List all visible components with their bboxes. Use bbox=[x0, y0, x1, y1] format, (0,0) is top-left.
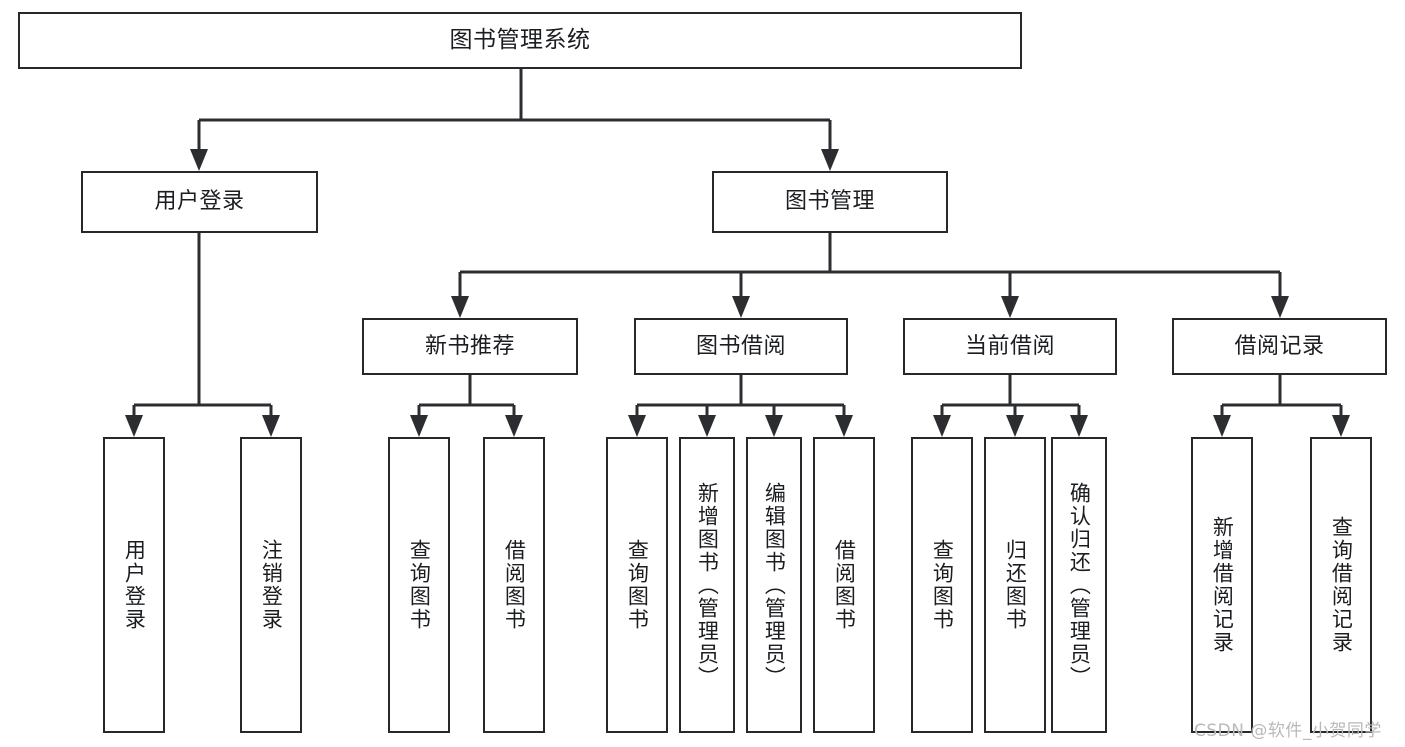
node-leaf-edit-book-admin[interactable]: 编辑图书（管理员） bbox=[746, 437, 802, 733]
node-label: 新增图书（管理员） bbox=[695, 481, 720, 689]
node-leaf-query-book-current[interactable]: 查询图书 bbox=[911, 437, 973, 733]
arrowhead-5-2 bbox=[1070, 415, 1088, 437]
arrowhead-6-1 bbox=[1332, 415, 1350, 437]
node-label: 借阅图书 bbox=[502, 539, 527, 631]
arrowhead-1-3 bbox=[1271, 296, 1289, 318]
node-label: 用户登录 bbox=[122, 539, 147, 631]
node-label: 查询图书 bbox=[407, 539, 432, 631]
arrowhead-2-1 bbox=[262, 415, 280, 437]
node-leaf-user-logout[interactable]: 注销登录 bbox=[240, 437, 302, 733]
arrowhead-1-0 bbox=[451, 296, 469, 318]
node-label: 用户登录 bbox=[154, 189, 245, 215]
node-label: 查询借阅记录 bbox=[1329, 516, 1354, 654]
node-book-borrow[interactable]: 图书借阅 bbox=[634, 318, 848, 375]
arrowhead-2-0 bbox=[125, 415, 143, 437]
arrowhead-4-2 bbox=[765, 415, 783, 437]
node-label: 当前借阅 bbox=[964, 333, 1055, 359]
arrowhead-0-1 bbox=[821, 149, 839, 171]
node-label: 确认归还（管理员） bbox=[1067, 481, 1092, 689]
node-label: 编辑图书（管理员） bbox=[762, 481, 787, 689]
node-label: 查询图书 bbox=[930, 539, 955, 631]
node-leaf-return-book[interactable]: 归还图书 bbox=[984, 437, 1046, 733]
arrowhead-4-0 bbox=[628, 415, 646, 437]
node-leaf-user-login[interactable]: 用户登录 bbox=[103, 437, 165, 733]
node-leaf-query-book-borrow[interactable]: 查询图书 bbox=[606, 437, 668, 733]
node-label: 借阅记录 bbox=[1234, 333, 1325, 359]
arrowhead-1-1 bbox=[732, 296, 750, 318]
node-label: 新书推荐 bbox=[424, 333, 515, 359]
node-borrow-record[interactable]: 借阅记录 bbox=[1172, 318, 1387, 375]
node-leaf-query-book-rec[interactable]: 查询图书 bbox=[388, 437, 450, 733]
node-user-login[interactable]: 用户登录 bbox=[81, 171, 318, 233]
node-leaf-borrow-book[interactable]: 借阅图书 bbox=[813, 437, 875, 733]
node-leaf-borrow-book-rec[interactable]: 借阅图书 bbox=[483, 437, 545, 733]
node-label: 新增借阅记录 bbox=[1210, 516, 1235, 654]
node-label: 图书管理 bbox=[784, 189, 875, 215]
node-leaf-confirm-return-admin[interactable]: 确认归还（管理员） bbox=[1051, 437, 1107, 733]
node-label: 归还图书 bbox=[1003, 539, 1028, 631]
arrowhead-5-0 bbox=[933, 415, 951, 437]
node-label: 图书管理系统 bbox=[449, 26, 591, 53]
node-label: 注销登录 bbox=[259, 539, 284, 631]
node-label: 查询图书 bbox=[625, 539, 650, 631]
node-book-manage[interactable]: 图书管理 bbox=[712, 171, 948, 233]
node-leaf-query-borrow-record[interactable]: 查询借阅记录 bbox=[1310, 437, 1372, 733]
arrowhead-3-1 bbox=[505, 415, 523, 437]
node-label: 图书借阅 bbox=[695, 333, 786, 359]
node-leaf-add-borrow-record[interactable]: 新增借阅记录 bbox=[1191, 437, 1253, 733]
arrowhead-6-0 bbox=[1213, 415, 1231, 437]
arrowhead-4-3 bbox=[835, 415, 853, 437]
node-new-book-rec[interactable]: 新书推荐 bbox=[362, 318, 578, 375]
arrowhead-5-1 bbox=[1006, 415, 1024, 437]
node-label: 借阅图书 bbox=[832, 539, 857, 631]
node-root[interactable]: 图书管理系统 bbox=[18, 12, 1022, 69]
arrowhead-4-1 bbox=[698, 415, 716, 437]
node-leaf-add-book-admin[interactable]: 新增图书（管理员） bbox=[679, 437, 735, 733]
node-current-borrow[interactable]: 当前借阅 bbox=[903, 318, 1117, 375]
arrowhead-1-2 bbox=[1001, 296, 1019, 318]
watermark-text: CSDN @软件_小贺同学 bbox=[1194, 721, 1382, 741]
arrowhead-0-0 bbox=[190, 149, 208, 171]
arrowhead-3-0 bbox=[410, 415, 428, 437]
